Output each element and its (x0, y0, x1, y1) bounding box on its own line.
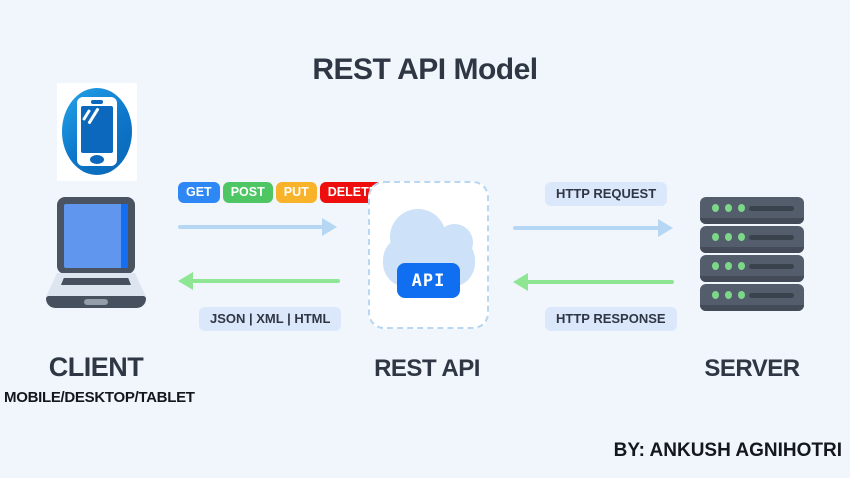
request-arrow-api-to-server (513, 219, 673, 237)
led-dot (738, 204, 745, 212)
server-leds (712, 233, 745, 241)
led-dot (725, 291, 732, 299)
server-unit-shadow (700, 247, 804, 253)
server-rack-unit (700, 255, 804, 282)
response-arrow-server-to-api (513, 273, 674, 291)
led-dot (712, 262, 719, 270)
laptop-base (46, 296, 146, 308)
smartphone-icon (57, 83, 137, 181)
server-unit-shadow (700, 305, 804, 311)
smartphone-screen (81, 106, 113, 153)
server-vent-bar (749, 206, 794, 211)
arrow-head (513, 273, 528, 291)
server-vent-bar (749, 235, 794, 240)
arrow-head (322, 218, 337, 236)
diagram-title: REST API Model (312, 53, 538, 86)
rest-api-box: API (368, 181, 489, 329)
http-response-badge: HTTP RESPONSE (545, 307, 677, 331)
laptop-icon (46, 197, 146, 308)
server-label: SERVER (704, 355, 800, 382)
led-dot (738, 262, 745, 270)
rest-api-label: REST API (374, 355, 480, 382)
server-vent-bar (749, 264, 794, 269)
server-rack-unit (700, 226, 804, 253)
arrow-line (178, 225, 324, 229)
server-leds (712, 291, 745, 299)
client-label: CLIENT (48, 352, 144, 382)
server-unit-shadow (700, 218, 804, 224)
laptop-keyboard-slot (61, 278, 131, 285)
laptop-screen-highlight (121, 204, 128, 268)
laptop-screen (64, 204, 128, 268)
server-vent-bar (749, 293, 794, 298)
smartphone-speaker (91, 100, 103, 104)
http-request-badge: HTTP REQUEST (545, 182, 668, 206)
led-dot (725, 262, 732, 270)
smartphone-body (77, 97, 117, 166)
http-methods-row: GET POST PUT DELETE (178, 182, 386, 203)
server-leds (712, 262, 745, 270)
server-rack-unit (700, 197, 804, 224)
smartphone-home-button (90, 155, 104, 164)
method-badge-put: PUT (275, 182, 317, 203)
server-leds (712, 204, 745, 212)
led-dot (738, 291, 745, 299)
arrow-line (513, 226, 660, 230)
arrow-head (178, 272, 193, 290)
client-sublabel: MOBILE/DESKTOP/TABLET (4, 389, 195, 406)
led-dot (725, 204, 732, 212)
method-badge-post: POST (222, 182, 273, 203)
led-dot (712, 233, 719, 241)
api-button: API (397, 263, 460, 298)
server-unit-shadow (700, 276, 804, 282)
author-byline: BY: ANKUSH AGNIHOTRI (613, 440, 842, 461)
led-dot (712, 291, 719, 299)
arrow-head (658, 219, 673, 237)
laptop-keyboard-deck (46, 273, 146, 297)
led-dot (725, 233, 732, 241)
method-badge-get: GET (178, 182, 220, 203)
led-dot (738, 233, 745, 241)
arrow-line (191, 279, 340, 283)
response-arrow-api-to-client (178, 272, 340, 290)
request-arrow-client-to-api (178, 218, 337, 236)
server-rack-unit (700, 284, 804, 311)
laptop-trackpad-notch (84, 299, 108, 305)
led-dot (712, 204, 719, 212)
response-formats-badge: JSON | XML | HTML (199, 307, 342, 331)
server-icon (700, 197, 804, 313)
laptop-lid (57, 197, 135, 274)
arrow-line (526, 280, 674, 284)
